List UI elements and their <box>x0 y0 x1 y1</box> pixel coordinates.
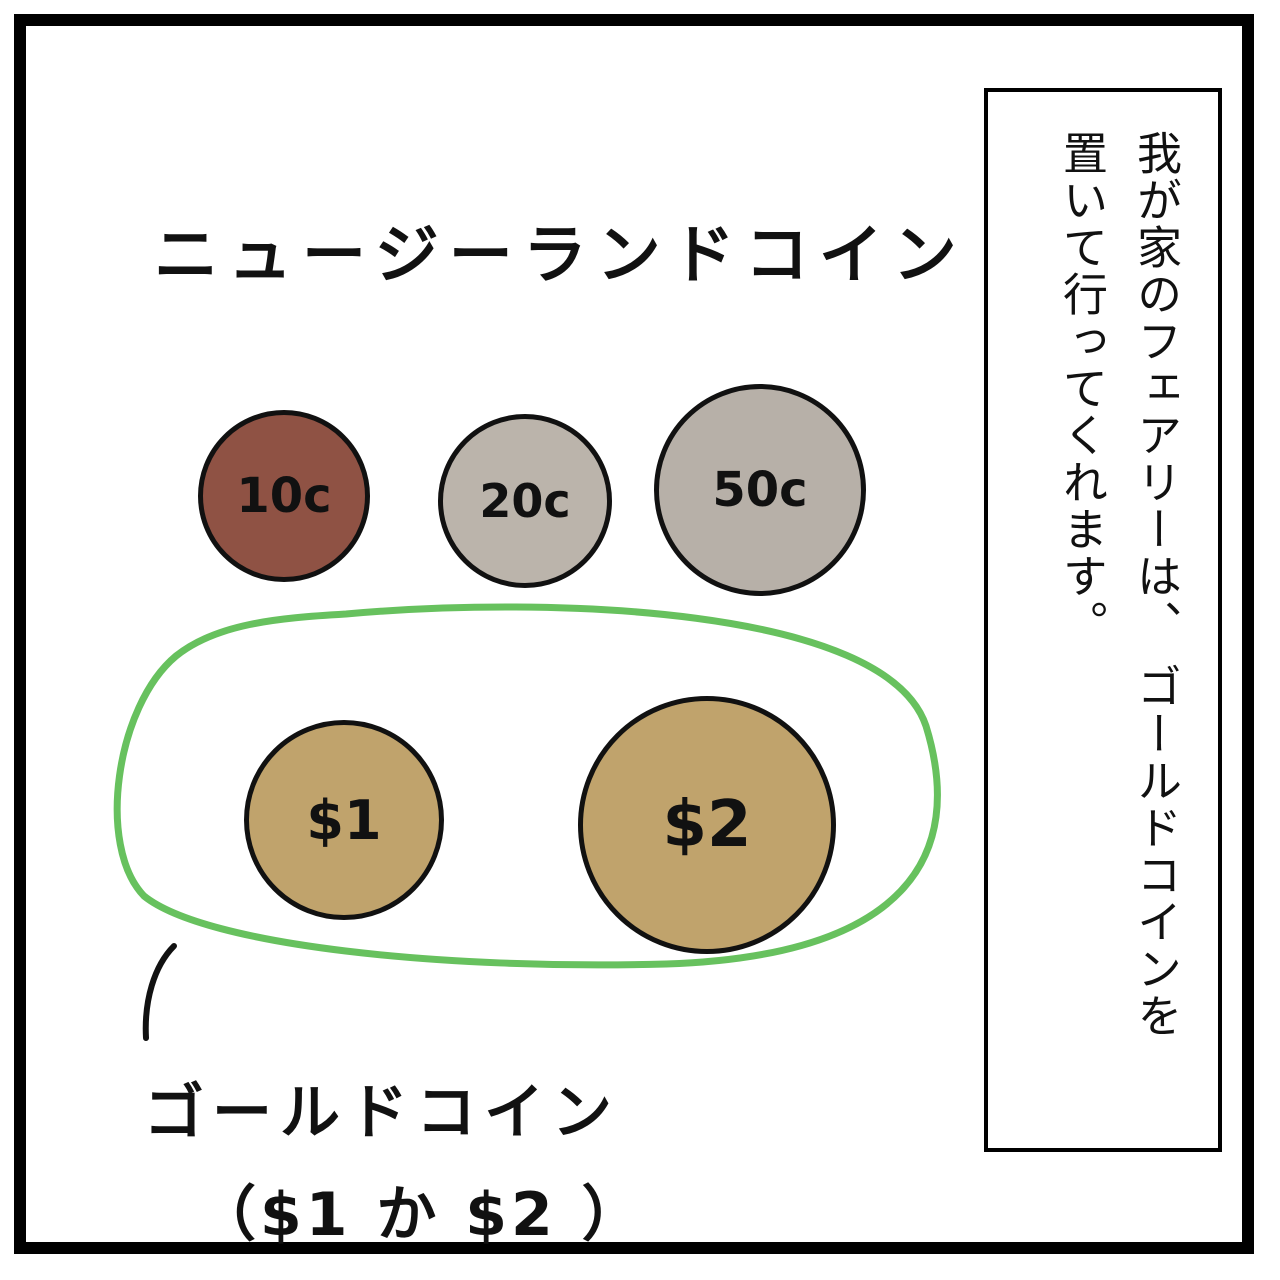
coin-title: ニュージーランドコイン <box>154 219 967 293</box>
caption-text: 我が家のフェアリーは、 ゴールドコインを 置いて行ってくれます。 <box>1044 130 1192 1039</box>
coin-50c-label: 50c <box>712 462 808 518</box>
coin-10c: 10c <box>198 410 370 582</box>
coin-10c-label: 10c <box>236 468 332 524</box>
coin-1-dollar-label: $1 <box>306 788 382 852</box>
coin-2-dollar-label: $2 <box>662 788 752 862</box>
annotation-pointer-line <box>142 943 177 1041</box>
gold-coin-highlight-ring <box>113 603 941 969</box>
comic-panel: ニュージーランドコイン 10c 20c 50c $1 $2 ゴールドコイン （$… <box>14 14 1254 1254</box>
coin-1-dollar: $1 <box>244 720 444 920</box>
caption-line-1: 我が家のフェアリーは、 ゴールドコインを <box>1129 130 1182 1040</box>
gold-coin-sublabel: （$1 か $2 ） <box>196 1180 646 1250</box>
coin-20c: 20c <box>438 414 612 588</box>
caption-box: 我が家のフェアリーは、 ゴールドコインを 置いて行ってくれます。 <box>984 88 1222 1152</box>
gold-coin-label: ゴールドコイン <box>144 1078 620 1148</box>
caption-line-2: 置いて行ってくれます。 <box>1055 130 1108 647</box>
coin-50c: 50c <box>654 384 866 596</box>
coin-2-dollar: $2 <box>578 696 836 954</box>
coin-20c-label: 20c <box>479 474 571 528</box>
